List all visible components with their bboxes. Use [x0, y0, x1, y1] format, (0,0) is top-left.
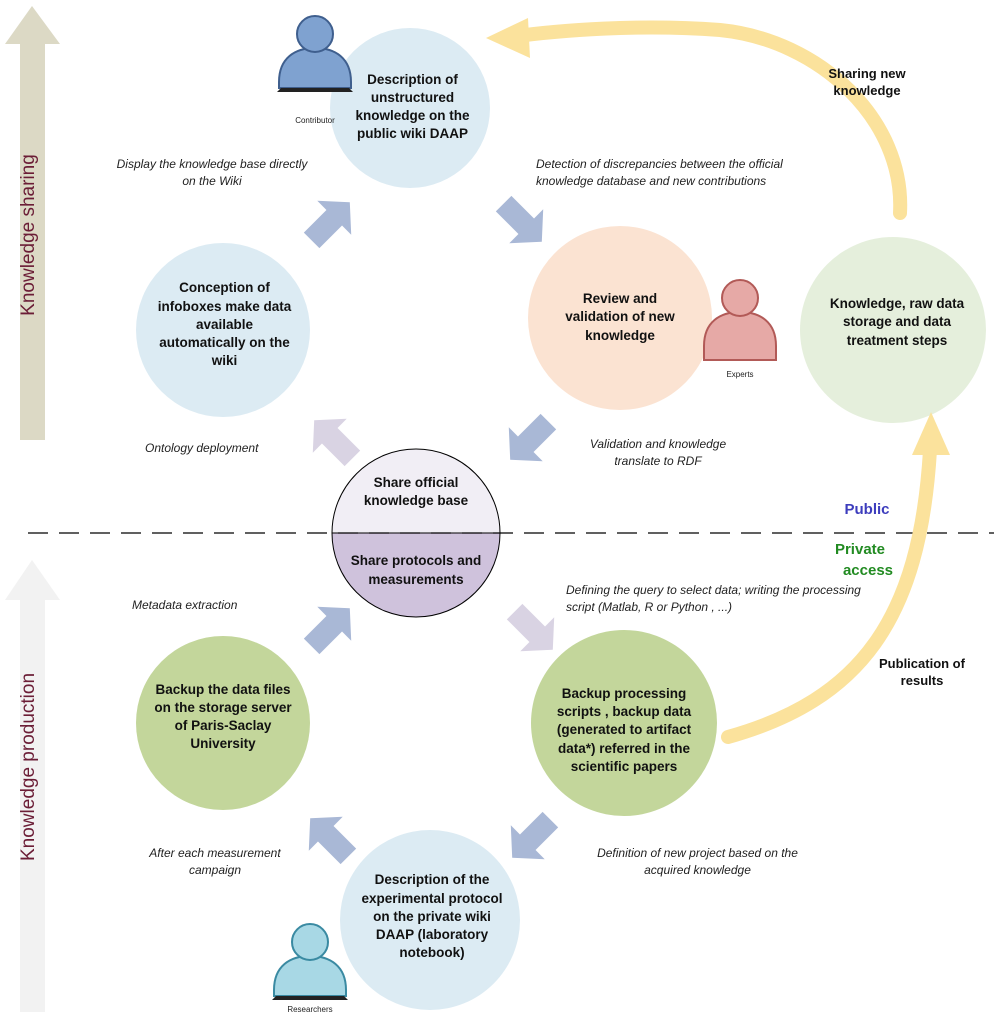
- experts-person-icon: [703, 279, 777, 361]
- zone-label-access: access: [842, 562, 894, 579]
- edge-label-after-campaign: After each measurement campaign: [149, 846, 281, 877]
- arrow-share-to-backup-scripts: [506, 603, 555, 652]
- edge-label-metadata: Metadata extraction: [132, 598, 238, 612]
- arrow-sharing-new-knowledge-head: [486, 18, 530, 58]
- researchers-caption: Researchers: [287, 1005, 333, 1014]
- node-knowledge-storage: Knowledge, raw data storage and data tre…: [829, 296, 965, 348]
- arrow-wiki-to-review: [495, 195, 544, 244]
- edge-label-validation-rdf: Validation and knowledge translate to RD…: [589, 437, 727, 468]
- arrow-backup-scripts-to-protocol: [510, 811, 559, 860]
- edge-label-sharing-new: Sharing new knowledge: [828, 66, 906, 98]
- edge-label-publication: Publication of results: [879, 656, 965, 688]
- knowledge-production-arrow: [5, 560, 60, 1012]
- node-wiki-public: Description of unstructured knowledge on…: [355, 71, 470, 142]
- zone-label-private: Private: [834, 541, 886, 558]
- arrow-protocol-to-backup-files: [308, 816, 357, 865]
- arrow-sharing-new-knowledge: [503, 20, 908, 220]
- node-circle-experimental-protocol: [340, 830, 520, 1010]
- knowledge-sharing-arrow: [5, 6, 60, 440]
- node-backup-scripts: Backup processing scripts , backup data …: [556, 685, 692, 774]
- arrow-share-to-infoboxes: [312, 418, 361, 467]
- node-half-share-official: [331, 448, 501, 534]
- arrow-publication-head: [912, 412, 950, 455]
- node-review: Review and validation of new knowledge: [565, 291, 675, 343]
- node-backup-files: Backup the data files on the storage ser…: [154, 681, 292, 752]
- node-circle-review: [528, 226, 712, 410]
- arrow-review-to-share: [508, 413, 557, 462]
- arrow-backup-files-to-share: [303, 606, 352, 655]
- node-experimental-protocol: Description of the experimental protocol…: [361, 872, 503, 961]
- node-circle-knowledge-storage: [800, 237, 986, 423]
- researchers-person-icon: [272, 923, 348, 1000]
- node-circle-backup-scripts: [531, 630, 717, 816]
- edge-label-new-project: Definition of new project based on the a…: [597, 846, 798, 877]
- edge-label-display-kb: Display the knowledge base directly on t…: [116, 157, 308, 188]
- arrow-infoboxes-to-wiki: [303, 200, 352, 249]
- zone-label-public: Public: [844, 501, 890, 518]
- node-circle-infoboxes: [136, 243, 310, 417]
- node-circle-wiki-public: [330, 28, 490, 188]
- knowledge-production-label: Knowledge production: [18, 672, 39, 861]
- node-share-official: Share official knowledge base: [363, 474, 469, 508]
- edge-label-detection: Detection of discrepancies between the o…: [536, 157, 783, 188]
- edge-label-defining-query: Defining the query to select data; writi…: [566, 583, 861, 614]
- node-circle-backup-files: [136, 636, 310, 810]
- node-share-protocols: Share protocols and measurements: [350, 553, 482, 587]
- contributor-caption: Contributor: [295, 116, 335, 125]
- contributor-person-icon: [277, 15, 353, 92]
- edge-label-ontology: Ontology deployment: [145, 441, 259, 455]
- arrow-publication: [721, 443, 937, 744]
- node-half-share-protocols: [331, 532, 501, 618]
- knowledge-sharing-label: Knowledge sharing: [18, 154, 39, 316]
- experts-caption: Experts: [726, 370, 754, 379]
- node-infoboxes: Conception of infoboxes make data availa…: [157, 280, 292, 369]
